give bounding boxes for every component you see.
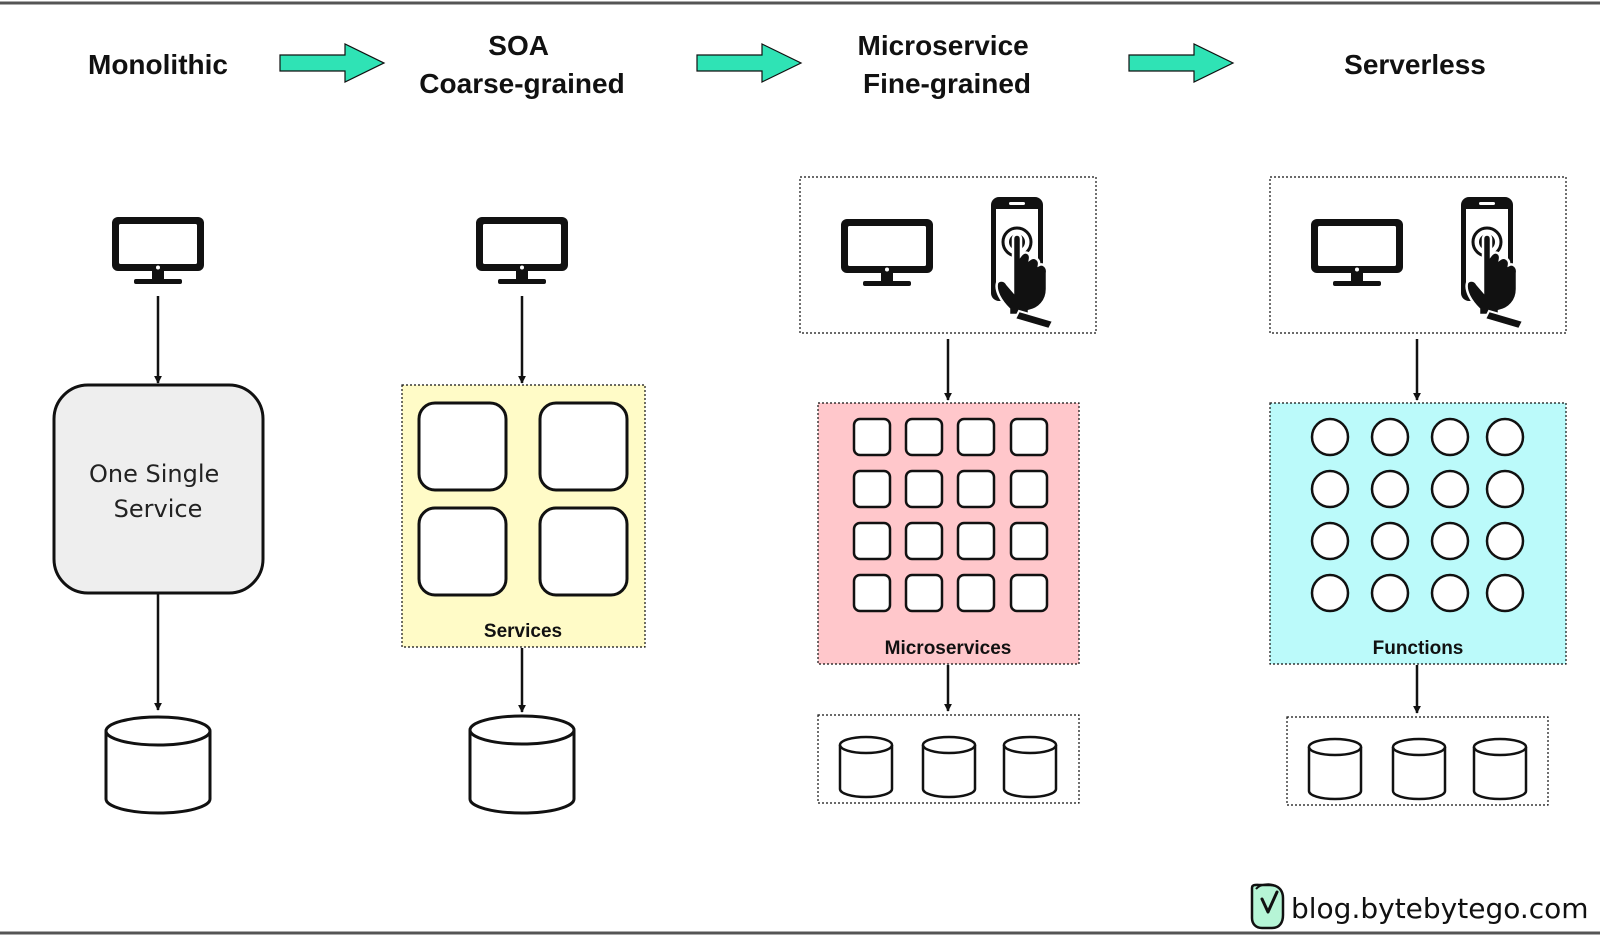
branding: blog.bytebytego.com bbox=[1250, 883, 1589, 930]
function-circle bbox=[1430, 521, 1470, 561]
databases bbox=[838, 735, 1058, 799]
function-circle bbox=[1430, 573, 1470, 613]
service-box bbox=[538, 506, 629, 597]
function-circle bbox=[1310, 469, 1350, 509]
function-circle bbox=[1485, 573, 1525, 613]
function-circle bbox=[1485, 417, 1525, 457]
function-circle bbox=[1430, 417, 1470, 457]
microservice-box bbox=[904, 469, 944, 509]
function-circle bbox=[1310, 417, 1350, 457]
microservice-box bbox=[956, 469, 996, 509]
microservice-box bbox=[852, 469, 892, 509]
process-arrow-icon bbox=[696, 43, 803, 83]
function-circle bbox=[1370, 521, 1410, 561]
serverless-column: Functions bbox=[1269, 176, 1567, 806]
single-service-label: One Single Service bbox=[89, 460, 227, 523]
microservice-box bbox=[1009, 573, 1049, 613]
service-box bbox=[417, 401, 508, 492]
microservice-box bbox=[852, 521, 892, 561]
microservice-box bbox=[1009, 521, 1049, 561]
service-box bbox=[538, 401, 629, 492]
microservice-box bbox=[904, 417, 944, 457]
stage-title-microservice: Microservice Fine-grained bbox=[858, 30, 1037, 99]
database-icon bbox=[1472, 737, 1528, 801]
function-circle bbox=[1485, 469, 1525, 509]
stage-title-serverless: Serverless bbox=[1344, 49, 1486, 80]
bytebytego-logo-icon bbox=[1250, 883, 1285, 930]
process-arrow-icon bbox=[279, 43, 386, 83]
service-box bbox=[417, 506, 508, 597]
monitor-icon bbox=[476, 217, 568, 284]
soa-column: Services bbox=[401, 217, 646, 815]
microservice-box bbox=[852, 417, 892, 457]
database-icon bbox=[921, 735, 977, 799]
function-grid bbox=[1310, 417, 1525, 613]
function-circle bbox=[1370, 417, 1410, 457]
stage-title-soa: SOA Coarse-grained bbox=[419, 30, 624, 99]
microservice-box bbox=[956, 573, 996, 613]
function-circle bbox=[1430, 469, 1470, 509]
microservices-label: Microservices bbox=[885, 638, 1012, 659]
microservice-box bbox=[956, 417, 996, 457]
databases bbox=[1307, 737, 1528, 801]
microservice-box bbox=[1009, 469, 1049, 509]
database-icon bbox=[1391, 737, 1447, 801]
database-icon bbox=[1002, 735, 1058, 799]
monitor-icon bbox=[112, 217, 204, 284]
process-arrow-icon bbox=[1128, 43, 1235, 83]
function-circle bbox=[1485, 521, 1525, 561]
services-label: Services bbox=[484, 621, 562, 642]
microservice-grid bbox=[852, 417, 1049, 613]
function-circle bbox=[1310, 573, 1350, 613]
microservice-box bbox=[1009, 417, 1049, 457]
function-circle bbox=[1370, 469, 1410, 509]
database-icon bbox=[838, 735, 894, 799]
function-circle bbox=[1310, 521, 1350, 561]
database-icon bbox=[468, 714, 576, 815]
progression-arrows bbox=[279, 43, 1235, 83]
single-service-box bbox=[52, 383, 265, 595]
microservice-box bbox=[956, 521, 996, 561]
stage-headings: Monolithic SOA Coarse-grained Microservi… bbox=[88, 30, 1486, 99]
database-icon bbox=[1307, 737, 1363, 801]
monolithic-column: One Single Service bbox=[52, 217, 265, 815]
stage-title-monolithic: Monolithic bbox=[88, 49, 228, 80]
microservice-box bbox=[904, 521, 944, 561]
database-icon bbox=[104, 715, 212, 815]
function-circle bbox=[1370, 573, 1410, 613]
microservice-column: Microservices bbox=[799, 176, 1097, 804]
microservice-box bbox=[904, 573, 944, 613]
brand-url: blog.bytebytego.com bbox=[1291, 892, 1589, 925]
functions-label: Functions bbox=[1373, 638, 1464, 659]
microservice-box bbox=[852, 573, 892, 613]
